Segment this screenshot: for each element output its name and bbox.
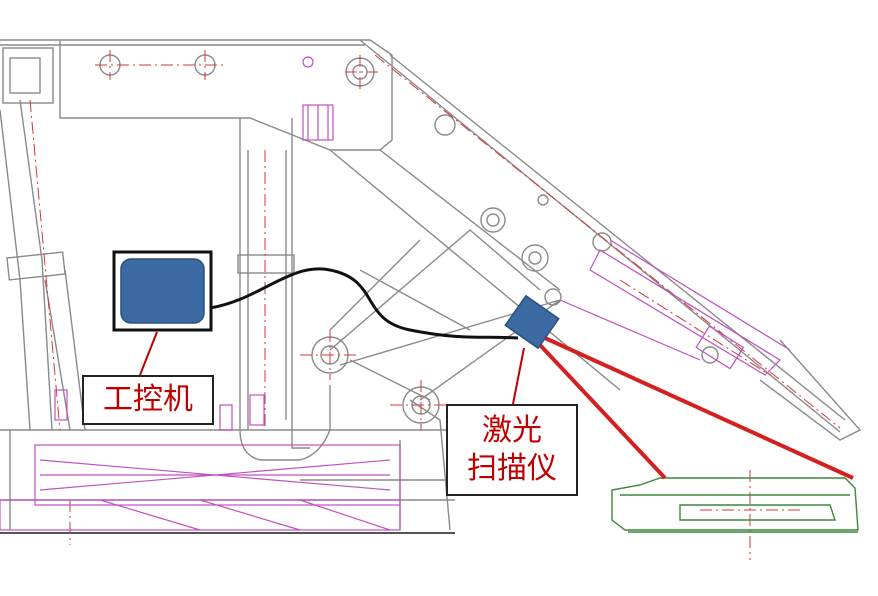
base-skid (611, 477, 859, 533)
ipc-device (112, 250, 213, 332)
laser-scanner-label-line1: 激光 (482, 413, 542, 448)
support-frame (0, 39, 862, 531)
laser-scanner-label-line2: 扫描仪 (467, 451, 557, 486)
laser-scanner-device (504, 294, 560, 350)
hydraulic-parts (0, 56, 791, 531)
leader-lines (139, 331, 525, 405)
signal-cable (209, 267, 519, 340)
centerlines (29, 50, 841, 560)
pin-joints (99, 54, 719, 424)
laser-scanner-label: 激光 扫描仪 (446, 404, 578, 496)
laser-beams (538, 336, 854, 480)
ipc-label: 工控机 (82, 375, 214, 425)
ipc-label-text: 工控机 (103, 382, 193, 417)
